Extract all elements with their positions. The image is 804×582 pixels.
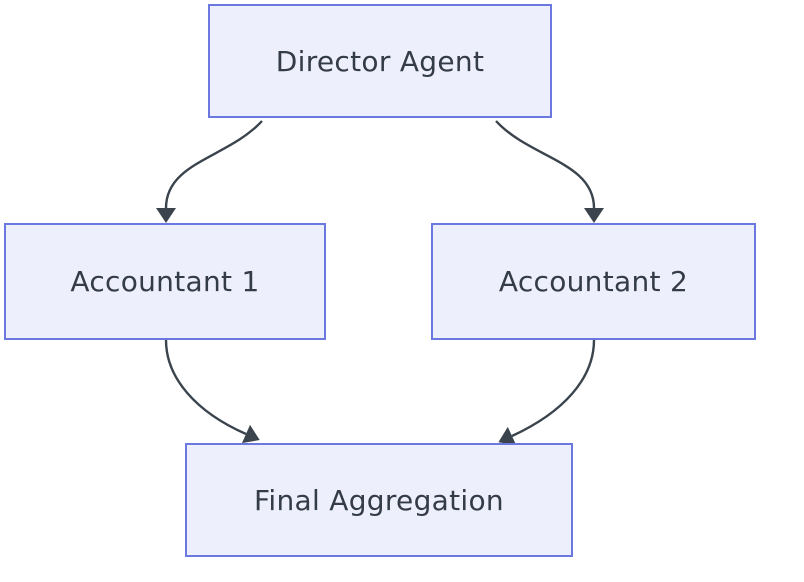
node-accountant-2: Accountant 2 bbox=[431, 223, 756, 340]
node-final-aggregation: Final Aggregation bbox=[185, 443, 573, 557]
edge-accountant2-to-final bbox=[498, 339, 596, 446]
node-accountant-1-label: Accountant 1 bbox=[70, 265, 260, 298]
node-director-agent: Director Agent bbox=[208, 4, 552, 118]
edge-director-to-accountant2 bbox=[495, 120, 604, 223]
edge-accountant1-to-final bbox=[164, 339, 260, 444]
node-director-agent-label: Director Agent bbox=[275, 44, 485, 78]
edge-director-to-accountant1 bbox=[156, 120, 263, 223]
node-final-aggregation-label: Final Aggregation bbox=[254, 483, 504, 517]
node-accountant-1: Accountant 1 bbox=[4, 223, 326, 340]
node-accountant-2-label: Accountant 2 bbox=[498, 265, 689, 298]
